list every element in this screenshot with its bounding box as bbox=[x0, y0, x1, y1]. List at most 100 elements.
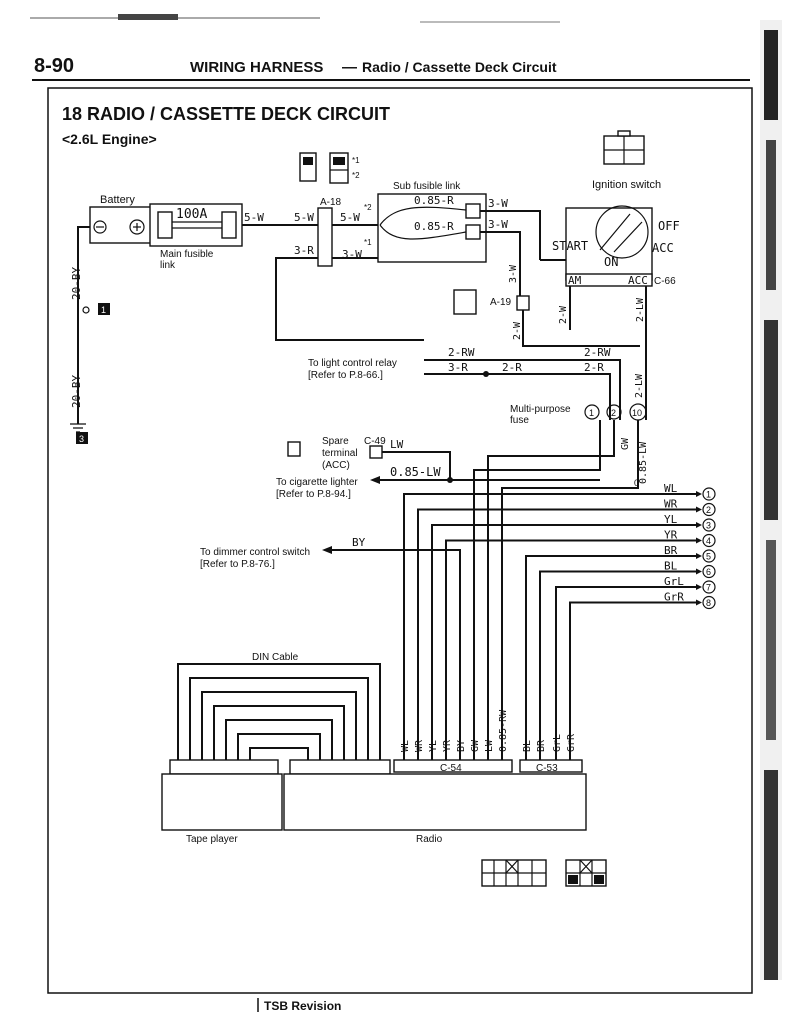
speaker-wire-label: YL bbox=[664, 513, 678, 526]
din-cable bbox=[177, 663, 381, 760]
c54-wire-label: WL bbox=[400, 740, 411, 752]
din-cable-wire bbox=[249, 747, 309, 760]
diagram-frame bbox=[47, 87, 753, 994]
connector-c53-label: C-53 bbox=[536, 763, 558, 774]
speaker-wire-label: YR bbox=[664, 529, 678, 542]
svg-text:3: 3 bbox=[79, 434, 84, 444]
speaker-wire-label: BL bbox=[664, 560, 678, 573]
speaker-terminal-number: 7 bbox=[706, 583, 711, 593]
speaker-terminal-8 bbox=[702, 595, 716, 610]
speaker-wire-label: WR bbox=[664, 498, 678, 511]
speaker-terminal-number: 5 bbox=[706, 552, 711, 562]
c54-wire-label: WR bbox=[414, 739, 425, 752]
speaker-wire-label: BR bbox=[664, 544, 678, 557]
speaker-terminal-number: 6 bbox=[706, 567, 711, 577]
speaker-terminal-4 bbox=[702, 533, 716, 548]
tsb-revision: TSB Revision bbox=[264, 999, 341, 1012]
header-subject: Radio / Cassette Deck Circuit bbox=[362, 59, 557, 75]
battery-label: Battery bbox=[100, 194, 135, 206]
wire-label: 2-LW bbox=[634, 373, 645, 398]
ignition-start: START bbox=[552, 239, 588, 253]
main-fusible-value: 100A bbox=[176, 207, 207, 222]
din-cable-wire bbox=[177, 663, 381, 760]
ignition-switch-label: Ignition switch bbox=[592, 179, 661, 191]
svg-text:*1: *1 bbox=[352, 156, 360, 165]
c54-wire-label: GW bbox=[470, 739, 481, 752]
din-cable-wire bbox=[225, 719, 333, 760]
c54-wire-label: BY bbox=[456, 740, 467, 752]
ignition-off: OFF bbox=[658, 219, 680, 233]
header-dash: — bbox=[342, 59, 357, 76]
wire-label: 0.85-R bbox=[414, 194, 454, 207]
wire-label: 2-R bbox=[502, 361, 522, 374]
wire-label: 3-R bbox=[448, 361, 468, 374]
connector-c66-label: C-66 bbox=[654, 276, 676, 287]
svg-text:1: 1 bbox=[589, 408, 594, 418]
wire-label: 20-BY bbox=[70, 267, 83, 300]
din-cable-wire bbox=[213, 705, 345, 760]
radio bbox=[283, 773, 587, 831]
speaker-terminal-6 bbox=[702, 564, 716, 579]
wire-label: 3-W bbox=[488, 218, 508, 231]
svg-text:10: 10 bbox=[632, 408, 642, 418]
connector-face-c53-icon bbox=[565, 859, 607, 887]
speaker-wire-label: GrL bbox=[664, 575, 684, 588]
battery bbox=[89, 206, 153, 244]
speaker-wire-4 bbox=[445, 539, 700, 762]
fuse-2 bbox=[606, 404, 622, 420]
cigarette-lighter-ref: [Refer to P.8-94.] bbox=[276, 489, 351, 500]
light-relay-ref: [Refer to P.8-66.] bbox=[308, 370, 383, 381]
wire-label: 20-BY bbox=[70, 375, 83, 408]
speaker-terminal-number: 1 bbox=[706, 490, 711, 500]
multi-purpose-fuse-label-2: fuse bbox=[510, 415, 529, 426]
sub-fusible-label: Sub fusible link bbox=[393, 181, 461, 192]
engine-label: <2.6L Engine> bbox=[62, 131, 157, 147]
wire-label: GW bbox=[620, 437, 631, 450]
wire-label: 5-W bbox=[340, 211, 360, 224]
ground-marker-3 bbox=[76, 432, 88, 444]
wire-label: 0.85-R bbox=[414, 220, 454, 233]
wire-label: 2-W bbox=[512, 321, 523, 340]
c53-wire-label: GrL bbox=[552, 734, 563, 752]
c53-wire-label: GrR bbox=[566, 733, 577, 752]
connector-face-c54-icon bbox=[481, 859, 547, 887]
speaker-terminal-number: 3 bbox=[706, 521, 711, 531]
spare-terminal-label-2: terminal bbox=[322, 448, 358, 459]
spare-terminal-label: Spare bbox=[322, 436, 349, 447]
tape-player-label: Tape player bbox=[186, 834, 238, 845]
ignition-on: ON bbox=[604, 255, 618, 269]
speaker-wire-6 bbox=[539, 570, 700, 762]
wire-label: 0 bbox=[634, 478, 639, 488]
speaker-wire-2 bbox=[417, 508, 700, 762]
connector-a19-label: A-19 bbox=[490, 297, 512, 308]
speaker-wire-8 bbox=[569, 601, 700, 762]
ignition-am: AM bbox=[568, 274, 582, 287]
c54-wire-label: 0.85-RW bbox=[498, 709, 509, 752]
svg-text:1: 1 bbox=[101, 305, 106, 315]
wire-label: 2-RW bbox=[448, 346, 475, 359]
wire-label: 2-LW bbox=[635, 297, 646, 322]
connector-a19 bbox=[516, 295, 530, 311]
wire-label: 3-R bbox=[294, 244, 314, 257]
spare-terminal-label-3: (ACC) bbox=[322, 460, 350, 471]
wire-label: 5-W bbox=[244, 211, 264, 224]
wire-label: 2-RW bbox=[584, 346, 611, 359]
dimmer-switch-label: To dimmer control switch bbox=[200, 547, 310, 558]
speaker-terminal-3 bbox=[702, 518, 716, 532]
wire-label: 2-W bbox=[558, 305, 569, 324]
c53-wire-label: BL bbox=[522, 740, 533, 752]
wire-label: LW bbox=[390, 438, 404, 451]
speaker-wire-7 bbox=[555, 586, 700, 762]
connector-icon-c49 bbox=[287, 441, 301, 457]
din-cable-wire bbox=[237, 733, 321, 760]
connector-c54-label: C-54 bbox=[440, 763, 462, 774]
multi-purpose-fuse-label: Multi-purpose bbox=[510, 404, 571, 415]
main-fusible-label-2: link bbox=[160, 260, 176, 271]
wire-label: 2-R bbox=[584, 361, 604, 374]
connector-icon-ignition bbox=[603, 130, 645, 165]
tape-player bbox=[161, 773, 283, 831]
din-cable-wire bbox=[201, 691, 357, 760]
ground-icon bbox=[70, 423, 86, 433]
wire-label: BY bbox=[352, 536, 366, 549]
